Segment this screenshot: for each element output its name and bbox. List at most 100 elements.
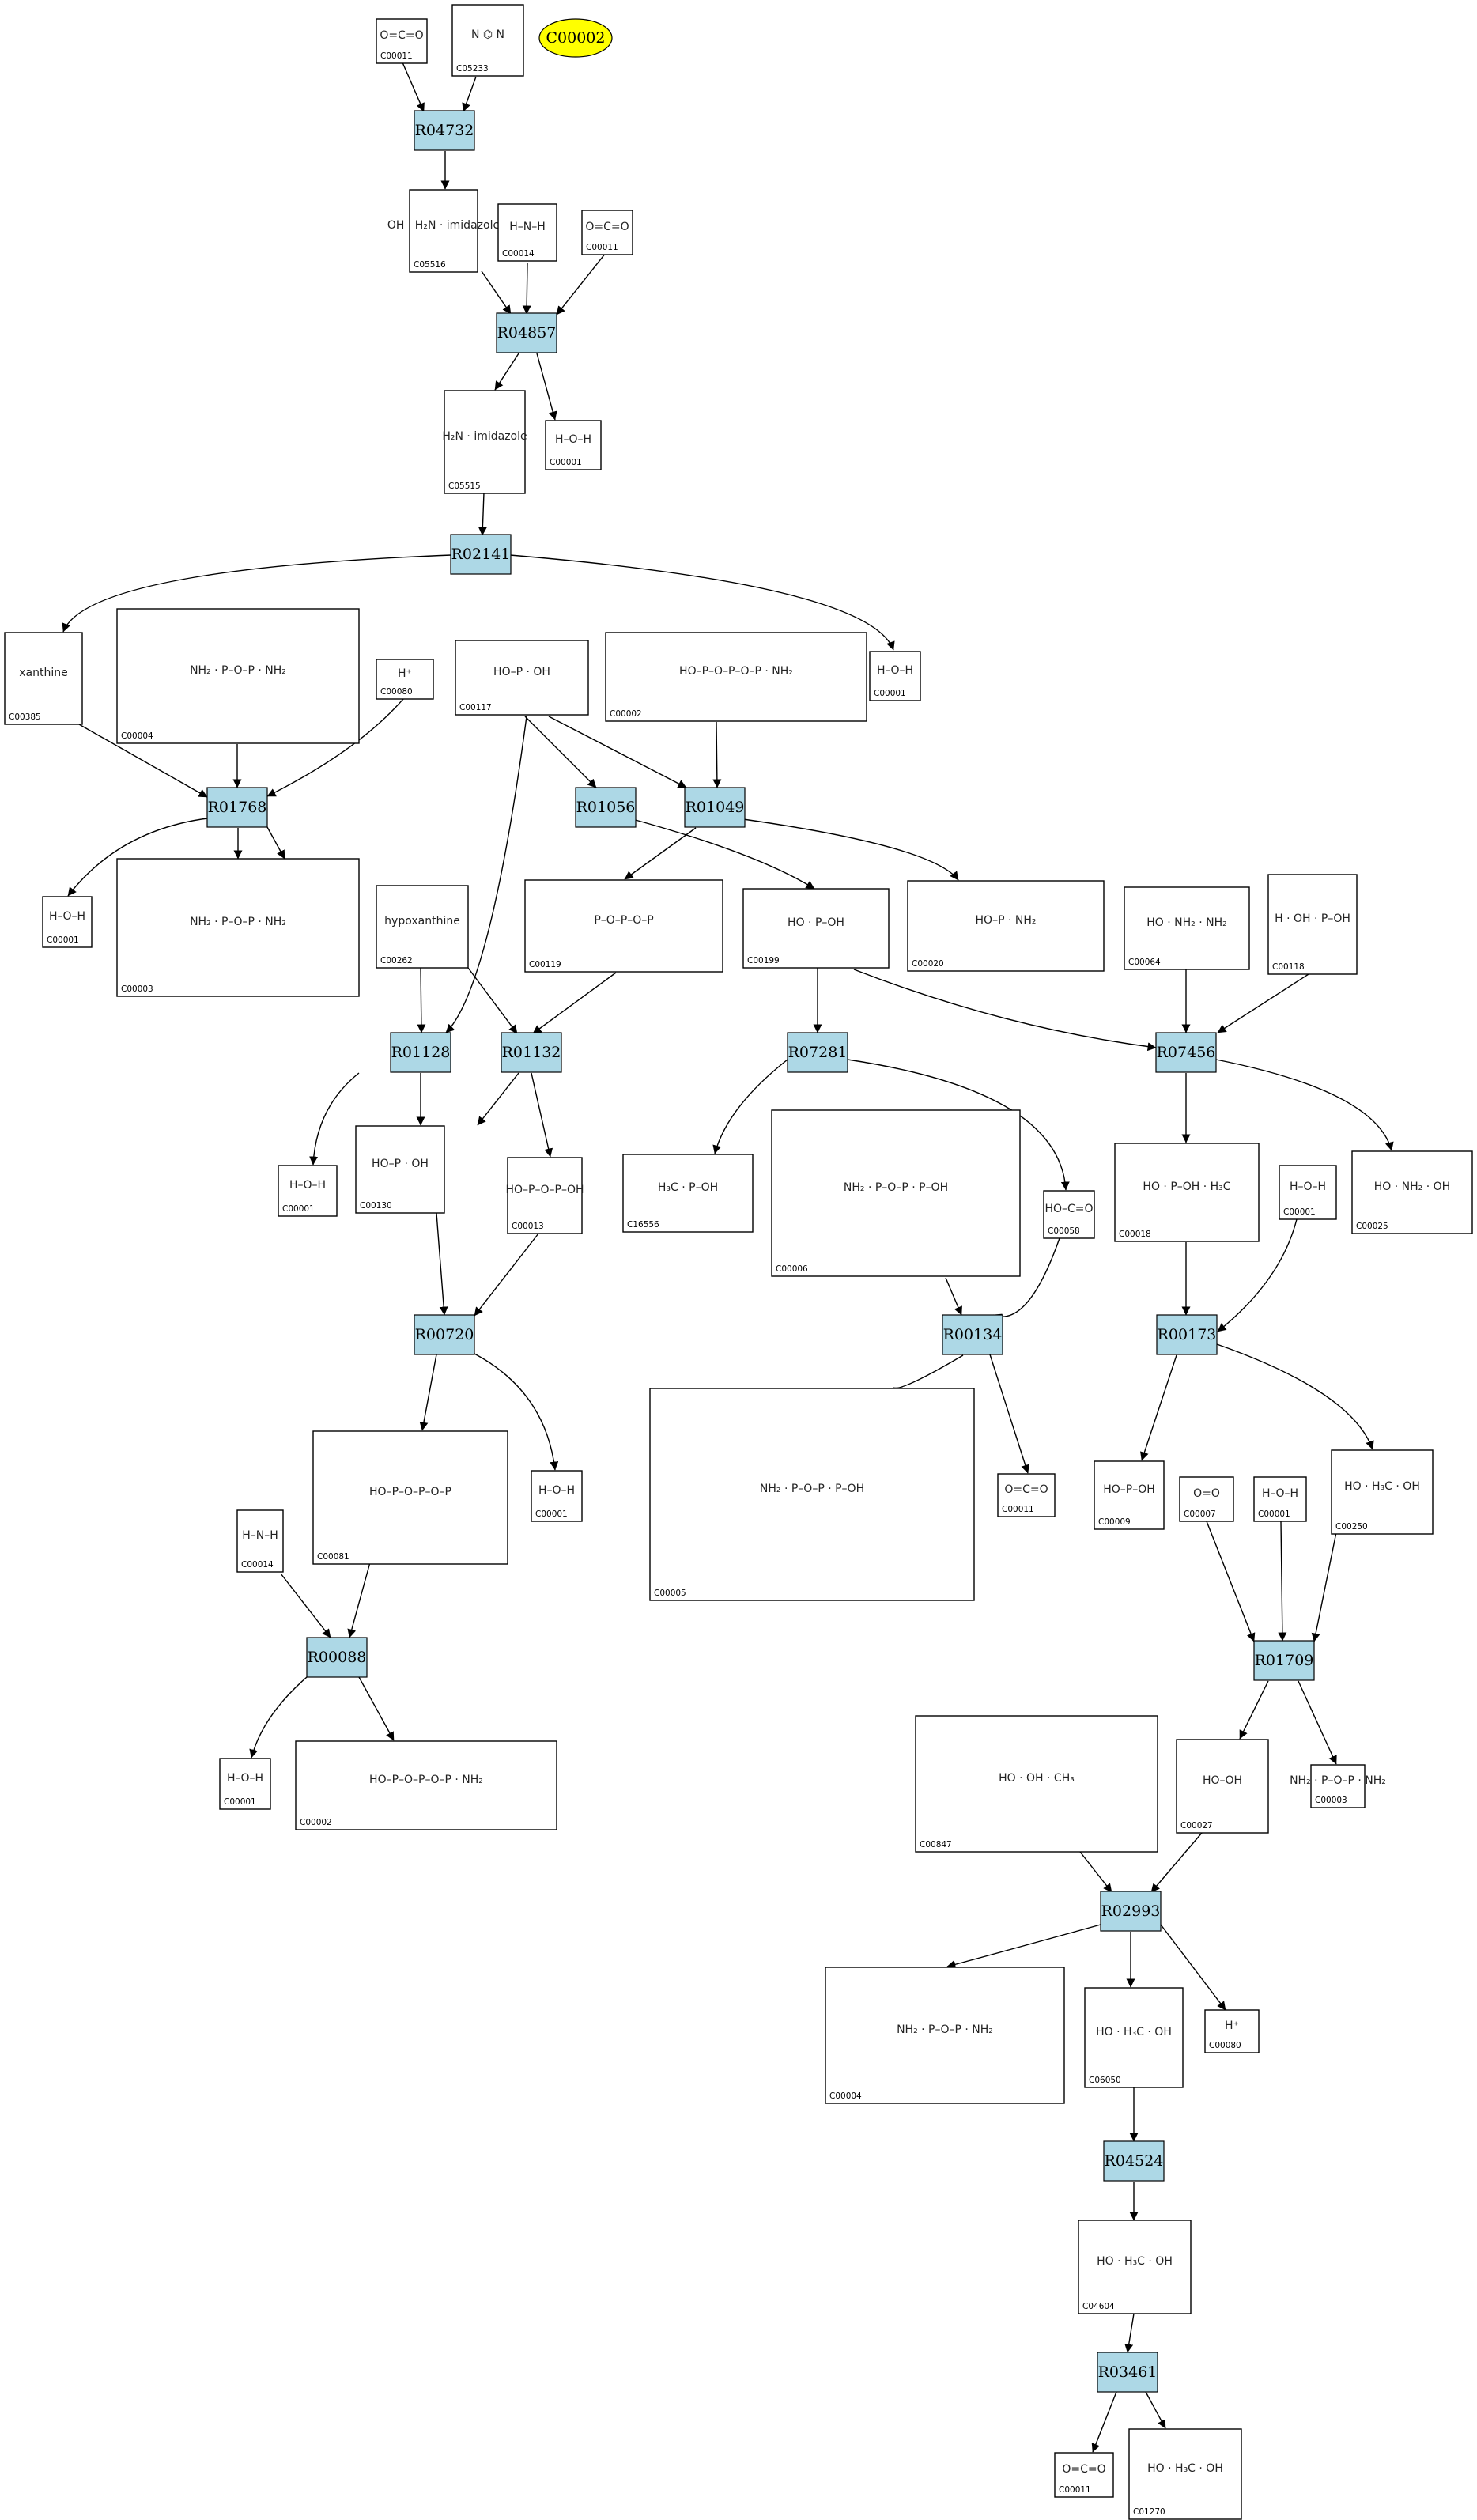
reaction-node-r01709[interactable]: R01709	[1253, 1640, 1315, 1681]
edge-arrow	[1217, 973, 1309, 1033]
reaction-node-r01128[interactable]: R01128	[390, 1032, 451, 1073]
reaction-node-r00088[interactable]: R00088	[306, 1637, 368, 1678]
molecule-structure: O=C=O	[1004, 1483, 1048, 1496]
reaction-node-r04524[interactable]: R04524	[1103, 2140, 1165, 2182]
reaction-label: R01056	[576, 799, 636, 816]
compound-node-c00080[interactable]: H⁺C00080	[376, 659, 434, 700]
reaction-node-r07456[interactable]: R07456	[1155, 1032, 1217, 1073]
reaction-node-r02993[interactable]: R02993	[1100, 1891, 1162, 1932]
start-node[interactable]: C00002	[538, 18, 613, 58]
reaction-node-r01132[interactable]: R01132	[501, 1032, 562, 1073]
compound-id-label: C00002	[300, 1818, 332, 1827]
reaction-node-r02141[interactable]: R02141	[450, 534, 512, 575]
reaction-node-r07281[interactable]: R07281	[787, 1032, 848, 1073]
compound-id-label: C00001	[874, 689, 906, 698]
edge-arrow	[474, 1353, 559, 1471]
reaction-node-r04857[interactable]: R04857	[496, 312, 557, 353]
reaction-node-r00720[interactable]: R00720	[414, 1314, 475, 1355]
edge-arrow	[266, 826, 285, 860]
edge-arrow	[556, 252, 606, 315]
reaction-node-r00134[interactable]: R00134	[942, 1314, 1003, 1355]
molecule-structure: HO–P · OH	[493, 666, 550, 678]
molecule-structure: HO–P · OH	[372, 1158, 429, 1170]
edge-arrow	[624, 827, 697, 880]
reaction-node-r04732[interactable]: R04732	[414, 110, 475, 151]
compound-node-c00080[interactable]: H⁺C00080	[1204, 2009, 1260, 2053]
molecule-structure: HO · H₃C · OH	[1097, 2255, 1173, 2268]
reaction-label: R04857	[497, 324, 557, 342]
molecule-structure: HO–P–O–P–OH	[506, 1184, 584, 1196]
reaction-node-r01049[interactable]: R01049	[684, 787, 746, 828]
molecule-structure: H–O–H	[1290, 1181, 1326, 1193]
edge-arrow	[494, 353, 519, 391]
edge-arrow	[893, 1354, 964, 1396]
compound-id-label: C00199	[747, 956, 780, 965]
compound-id-label: C16556	[627, 1220, 659, 1230]
molecule-structure: N ⌬ N	[471, 28, 504, 41]
reaction-node-r01768[interactable]: R01768	[206, 787, 268, 828]
molecule-structure: H⁺	[398, 667, 412, 680]
reaction-node-r03461[interactable]: R03461	[1097, 2352, 1158, 2393]
reaction-node-r00173[interactable]: R00173	[1156, 1314, 1218, 1355]
compound-id-label: C00001	[282, 1204, 315, 1214]
edge-arrow	[419, 1354, 437, 1431]
compound-id-label: C01270	[1133, 2507, 1165, 2517]
molecule-structure: H–N–H	[242, 1529, 278, 1542]
edge-arrow	[1215, 1059, 1394, 1151]
edge-arrow	[1217, 1218, 1298, 1332]
edge-arrow	[945, 1277, 962, 1316]
reaction-node-r01056[interactable]: R01056	[575, 787, 637, 828]
edge-arrow	[462, 76, 477, 112]
compound-id-label: C00262	[380, 956, 413, 965]
